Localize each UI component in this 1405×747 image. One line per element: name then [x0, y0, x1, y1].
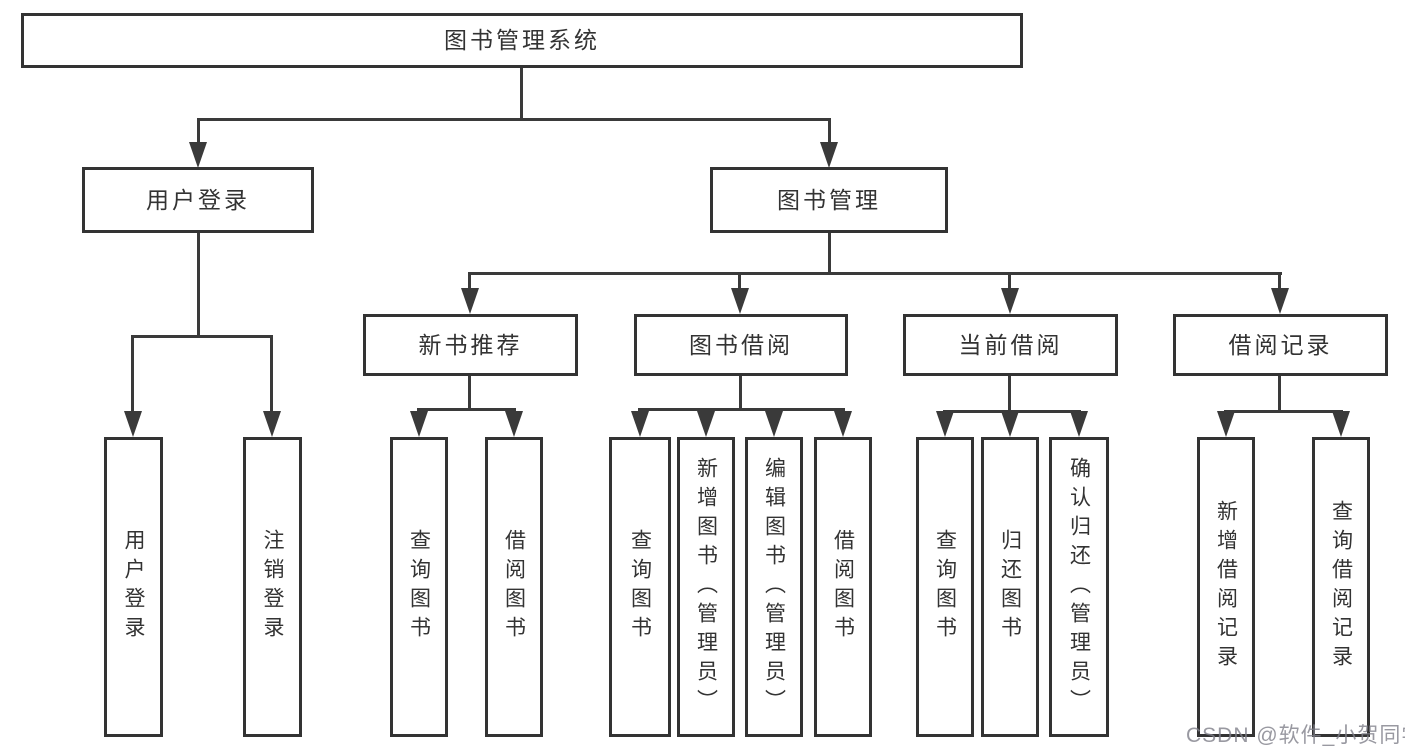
connector-horizontal	[638, 408, 845, 411]
node-user-login: 用户登录	[82, 167, 314, 233]
arrow-down-icon	[410, 411, 428, 437]
connector-stub	[738, 272, 741, 290]
arrow-down-icon	[631, 411, 649, 437]
node-current-borrow: 当前借阅	[903, 314, 1118, 376]
node-logout: 注销登录	[243, 437, 302, 737]
node-borrow-records: 借阅记录	[1173, 314, 1388, 376]
connector-stub	[1008, 272, 1011, 290]
node-label: 用户登录	[122, 529, 145, 645]
connector-vertical	[468, 376, 471, 410]
arrow-down-icon	[731, 288, 749, 314]
node-query-books-borrow: 查询图书	[609, 437, 671, 737]
connector-bookmgmt-horizontal	[468, 272, 1282, 275]
node-label: 查询图书	[628, 529, 652, 645]
connector-root-vertical	[520, 68, 523, 121]
connector-horizontal	[417, 408, 516, 411]
node-label: 查询借阅记录	[1329, 500, 1353, 674]
arrow-down-icon	[834, 411, 852, 437]
connector-stub	[270, 335, 273, 413]
node-add-borrow-record: 新增借阅记录	[1197, 437, 1255, 737]
connector-horizontal	[1224, 410, 1343, 413]
node-label: 查询图书	[933, 529, 957, 645]
node-confirm-return-admin: 确认归还（管理员）	[1049, 437, 1109, 737]
node-label: 借阅图书	[831, 529, 855, 645]
node-label: 新增借阅记录	[1214, 500, 1238, 674]
node-return-book: 归还图书	[981, 437, 1039, 737]
arrow-down-icon	[189, 142, 207, 168]
arrow-down-icon	[765, 411, 783, 437]
arrow-down-icon	[1332, 411, 1350, 437]
arrow-down-icon	[1070, 411, 1088, 437]
node-label: 用户登录	[146, 186, 250, 213]
node-label: 图书管理	[777, 186, 881, 213]
connector-bookmgmt-vertical	[828, 233, 831, 275]
node-label: 借阅记录	[1228, 331, 1333, 358]
arrow-down-icon	[263, 411, 281, 437]
arrow-down-icon	[1217, 411, 1235, 437]
arrow-down-icon	[505, 411, 523, 437]
node-label: 图书借阅	[689, 331, 793, 358]
node-query-books-recommend: 查询图书	[390, 437, 448, 737]
connector-userlogin-horizontal	[131, 335, 273, 338]
arrow-down-icon	[697, 411, 715, 437]
node-query-borrow-record: 查询借阅记录	[1312, 437, 1370, 737]
arrow-down-icon	[1001, 411, 1019, 437]
connector-vertical	[739, 376, 742, 410]
node-label: 图书管理系统	[444, 27, 600, 53]
node-label: 归还图书	[998, 529, 1022, 645]
node-book-borrow: 图书借阅	[634, 314, 848, 376]
arrow-down-icon	[1001, 288, 1019, 314]
node-user-login-leaf: 用户登录	[104, 437, 163, 737]
arrow-down-icon	[820, 142, 838, 168]
node-add-book-admin: 新增图书（管理员）	[677, 437, 735, 737]
node-new-book-recommend: 新书推荐	[363, 314, 578, 376]
node-book-management: 图书管理	[710, 167, 948, 233]
node-label: 新增图书（管理员）	[694, 456, 718, 718]
arrow-down-icon	[936, 411, 954, 437]
node-edit-book-admin: 编辑图书（管理员）	[745, 437, 803, 737]
connector-stub	[468, 272, 471, 290]
node-label: 新书推荐	[418, 331, 523, 358]
node-label: 查询图书	[407, 529, 431, 645]
connector-stub	[1278, 272, 1281, 290]
connector-stub	[131, 335, 134, 413]
node-label: 确认归还（管理员）	[1067, 456, 1091, 718]
node-library-system: 图书管理系统	[21, 13, 1023, 68]
arrow-down-icon	[124, 411, 142, 437]
connector-stub	[828, 118, 831, 144]
node-label: 借阅图书	[502, 529, 526, 645]
connector-vertical	[1278, 376, 1281, 412]
watermark-text: CSDN @软件_小贺同学	[1186, 724, 1405, 747]
connector-root-horizontal	[197, 118, 831, 121]
node-label: 编辑图书（管理员）	[762, 456, 786, 718]
node-query-books-current: 查询图书	[916, 437, 974, 737]
connector-stub	[197, 118, 200, 144]
connector-vertical	[1008, 376, 1011, 412]
arrow-down-icon	[461, 288, 479, 314]
arrow-down-icon	[1271, 288, 1289, 314]
node-label: 当前借阅	[958, 331, 1063, 358]
node-borrow-books-recommend: 借阅图书	[485, 437, 543, 737]
connector-userlogin-vertical	[197, 233, 200, 337]
node-borrow-books-leaf: 借阅图书	[814, 437, 872, 737]
node-label: 注销登录	[261, 529, 284, 645]
